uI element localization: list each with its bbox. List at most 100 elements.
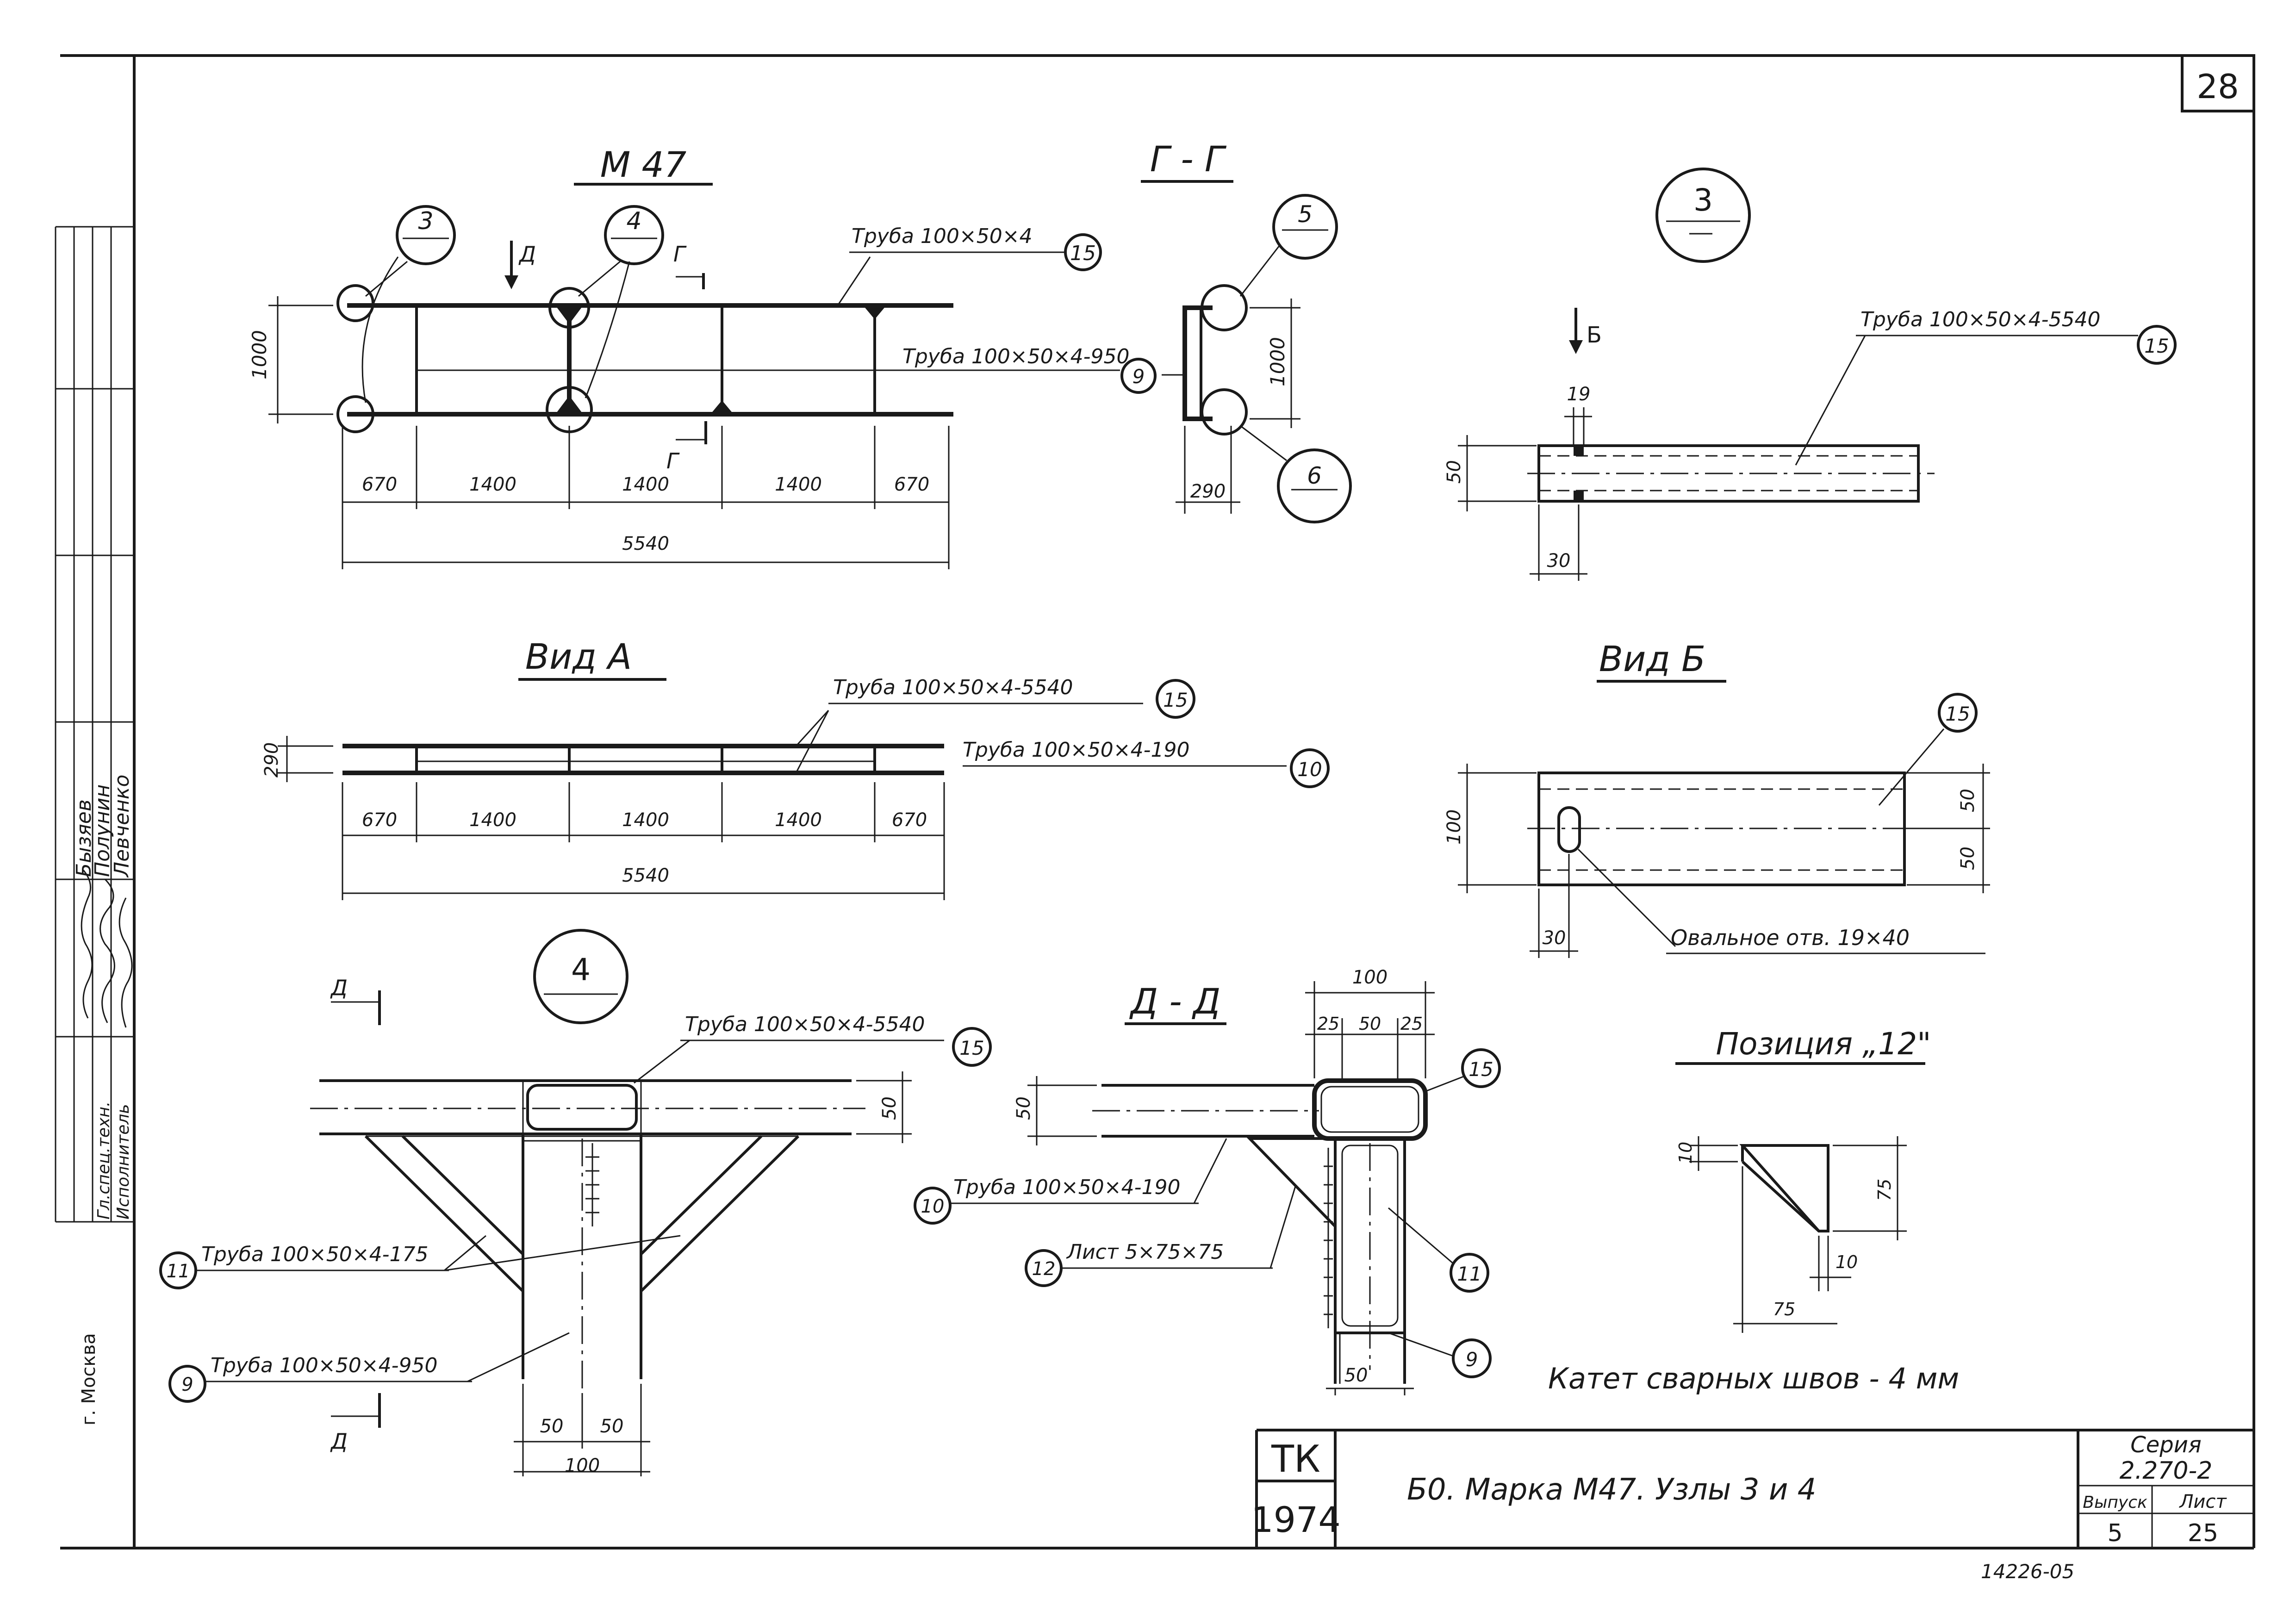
stamp-name-2: Полунин	[91, 784, 114, 877]
view-a-tube-label: Труба 100×50×4-5540	[833, 676, 1073, 699]
pos12-dim-75a: 75	[1874, 1179, 1895, 1201]
issue-value: 5	[2107, 1519, 2122, 1547]
node4-post-label: Труба 100×50×4-950	[211, 1354, 438, 1377]
pos12-dim-10b: 10	[1836, 1252, 1858, 1272]
node3-dim-19: 19	[1567, 384, 1591, 405]
pos12-dim-75b: 75	[1773, 1299, 1795, 1319]
view-a-spacer-pos: 10	[1297, 758, 1322, 781]
view-b-dim-30: 30	[1543, 927, 1566, 949]
view-a-tube-pos: 15	[1163, 689, 1188, 711]
section-gg-node-6: 6	[1307, 462, 1322, 489]
section-dd-spacer-label: Труба 100×50×4-190	[953, 1176, 1181, 1199]
view-b-title: Вид Б	[1599, 638, 1705, 679]
view-a-dim-3: 1400	[622, 809, 669, 831]
node3-dim-30: 30	[1547, 550, 1571, 572]
m47-node-4: 4	[626, 207, 641, 235]
view-section-dd: Д - Д 100 25	[914, 967, 1501, 1395]
node3-dim-50: 50	[1444, 460, 1465, 484]
section-dd-dim-25a: 25	[1317, 1014, 1339, 1034]
m47-dim-3: 1400	[622, 474, 669, 495]
stamp-role-2: Исполнитель	[114, 1104, 133, 1220]
view-node-4: 4 Д Д 50	[159, 929, 992, 1476]
view-a: Вид А 290 Труба 100×50×4-5540 15 Труба 1…	[261, 636, 1330, 900]
section-dd-title: Д - Д	[1129, 981, 1221, 1022]
signature-1	[81, 870, 93, 1019]
section-dd-plate-pos: 12	[1032, 1258, 1056, 1280]
issue-label: Выпуск	[2083, 1493, 2147, 1512]
m47-node-3: 3	[418, 207, 433, 235]
node4-tube-pos: 15	[959, 1037, 984, 1059]
view-a-height: 290	[261, 742, 282, 778]
weld-note: Катет сварных швов - 4 мм	[1548, 1362, 1959, 1395]
m47-cut-g-top: Г	[673, 242, 687, 267]
view-a-total: 5540	[622, 865, 669, 886]
node3-arrow-b: Б	[1587, 322, 1602, 348]
section-dd-pos-15: 15	[1468, 1058, 1493, 1081]
stamp-role-1: Гл.спец.техн.	[94, 1101, 113, 1220]
section-dd-plate-label: Лист 5×75×75	[1066, 1240, 1224, 1264]
signature-3	[118, 897, 133, 1028]
node3-number: 3	[1693, 182, 1713, 218]
m47-cut-g-bottom: Г	[666, 448, 680, 473]
node4-dim-50a: 50	[540, 1416, 564, 1437]
m47-dim-4: 1400	[775, 474, 822, 495]
view-b-dim-100: 100	[1444, 809, 1465, 845]
section-dd-pos-11: 11	[1457, 1263, 1481, 1285]
section-dd-dim-100: 100	[1352, 967, 1388, 988]
node4-tube-label: Труба 100×50×4-5540	[685, 1013, 925, 1036]
stamp-name-3: Левченко	[110, 775, 134, 878]
m47-dim-1: 670	[362, 474, 397, 495]
m47-brace-pos: 9	[1132, 365, 1145, 388]
node4-number: 4	[571, 952, 591, 988]
sheet-number: 28	[2196, 67, 2239, 106]
view-a-dim-2: 1400	[469, 809, 516, 831]
pos12-dim-10a: 10	[1675, 1142, 1696, 1164]
section-dd-dim-25b: 25	[1400, 1014, 1423, 1034]
pos12-title: Позиция „12"	[1716, 1026, 1931, 1062]
stamp-year: 1974	[1251, 1499, 1340, 1540]
m47-dim-2: 1400	[469, 474, 516, 495]
node4-post-pos: 9	[181, 1374, 193, 1395]
view-a-dim-5: 670	[892, 809, 927, 831]
m47-arrow-d: Д	[518, 242, 536, 267]
view-a-spacer-label: Труба 100×50×4-190	[963, 738, 1190, 762]
view-b-pos: 15	[1945, 703, 1970, 725]
node4-mark-d-bottom: Д	[330, 1429, 348, 1454]
section-gg-title: Г - Г	[1150, 138, 1227, 180]
node3-tube-pos: 15	[2144, 335, 2169, 357]
node4-diag-label: Труба 100×50×4-175	[201, 1243, 429, 1266]
m47-tube-label: Труба 100×50×4	[852, 224, 1033, 248]
node4-mark-d-top: Д	[330, 975, 348, 1000]
m47-height: 1000	[248, 330, 271, 380]
series-value: 2.270-2	[2120, 1457, 2213, 1485]
m47-brace-label: Труба 100×50×4-950	[902, 345, 1130, 368]
view-a-dim-1: 670	[362, 809, 397, 831]
section-gg-width: 290	[1190, 481, 1226, 502]
view-a-title: Вид А	[525, 636, 632, 677]
stamp-tk: ТК	[1271, 1437, 1320, 1481]
node4-dim-100: 100	[565, 1455, 600, 1476]
city-label: г. Москва	[78, 1333, 100, 1425]
node4-diag-pos: 11	[167, 1261, 190, 1282]
view-section-gg: Г - Г 5 6 1000 290	[1141, 138, 1352, 523]
section-dd-spacer-pos: 10	[921, 1196, 945, 1217]
series-label: Серия	[2130, 1432, 2202, 1458]
view-m47-title: М 47	[600, 144, 686, 185]
sheet-frame: 28	[60, 54, 2255, 1549]
stamp-name-1: Бызяев	[72, 799, 96, 877]
section-gg-height: 1000	[1266, 337, 1289, 386]
section-dd-dim-50: 50	[1359, 1014, 1381, 1034]
list-label: Лист	[2178, 1491, 2227, 1512]
side-stamp: Гл.спец.техн. Исполнитель Бызяев Полунин…	[55, 226, 134, 1425]
section-dd-dim-50-bottom: 50	[1344, 1365, 1368, 1386]
view-a-dim-4: 1400	[775, 809, 822, 831]
view-b-hole-label: Овальное отв. 19×40	[1671, 925, 1910, 950]
view-b: Вид Б 100 50 50 30 Овальное отв. 19×40 1…	[1444, 638, 1990, 958]
view-b-dim-50b: 50	[1957, 846, 1979, 870]
section-gg-node-5: 5	[1298, 201, 1313, 228]
m47-total: 5540	[622, 533, 669, 554]
view-position-12: Позиция „12" 10 75 10 75 Катет сварных ш…	[1548, 1026, 1959, 1395]
title-block: ТК 1974 Б0. Марка М47. Узлы 3 и 4 Серия …	[1251, 1429, 2254, 1583]
node4-dim-50b: 50	[600, 1416, 624, 1437]
